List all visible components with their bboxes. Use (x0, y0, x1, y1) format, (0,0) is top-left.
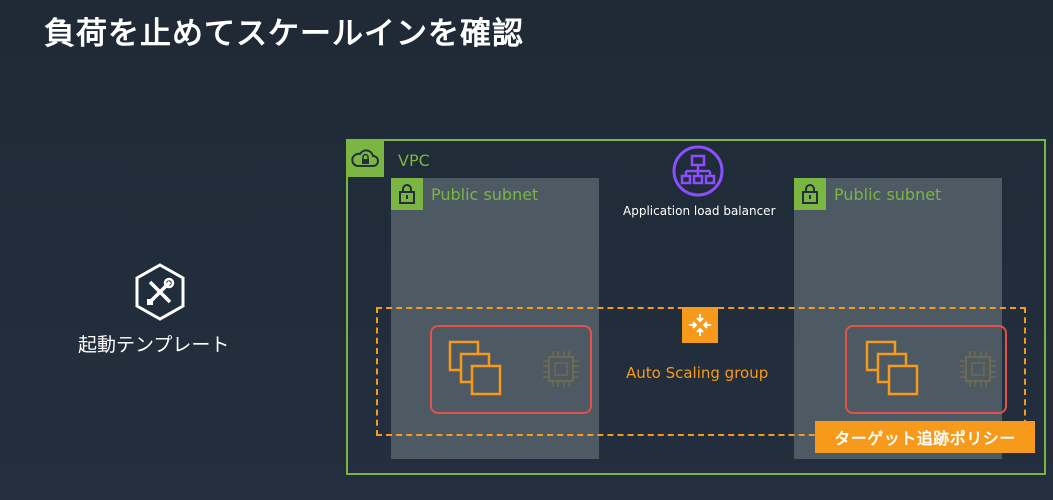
processor-chip-icon (960, 351, 996, 387)
vpc-label: VPC (398, 151, 430, 170)
subnet-label: Public subnet (431, 185, 539, 204)
auto-scaling-icon (682, 307, 718, 343)
load-balancer-icon (672, 145, 724, 197)
instance-group-box-2 (845, 325, 1007, 414)
cloud-lock-icon (351, 149, 379, 167)
target-tracking-policy-badge: ターゲット追跡ポリシー (815, 421, 1035, 453)
tools-icon (135, 263, 185, 321)
subnet-badge-2 (794, 178, 826, 210)
subnet-label: Public subnet (834, 185, 942, 204)
processor-chip-icon (543, 351, 579, 387)
ec2-instances-icon (865, 340, 919, 396)
vpc-badge (346, 139, 384, 177)
launch-template-label: 起動テンプレート (78, 334, 230, 356)
ec2-instances-icon (448, 340, 502, 396)
load-balancer-label: Application load balancer (623, 204, 776, 218)
lock-icon (802, 184, 818, 204)
instance-group-box-1 (430, 325, 592, 414)
lock-icon (399, 184, 415, 204)
page-title: 負荷を止めてスケールインを確認 (44, 16, 524, 52)
vpc-boundary (346, 139, 1046, 475)
auto-scaling-group-label: Auto Scaling group (626, 364, 769, 382)
subnet-badge-1 (391, 178, 423, 210)
